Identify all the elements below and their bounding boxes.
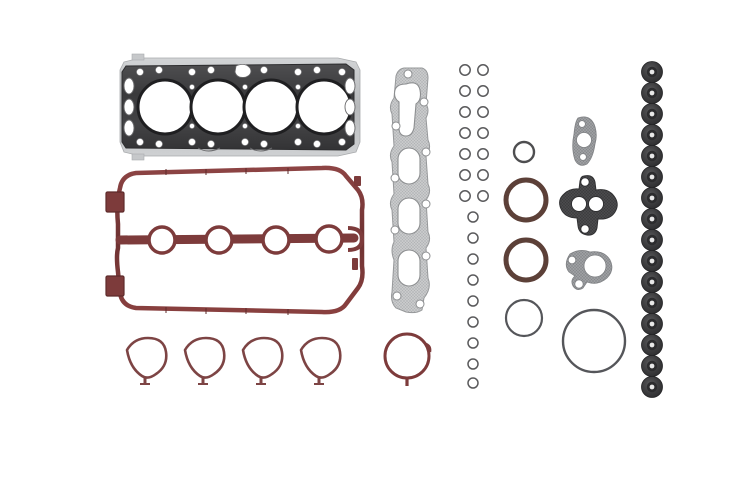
- egr-gasket-middle: [559, 175, 618, 236]
- oring-gray-bottom: [504, 298, 544, 338]
- intake-gasket-1: [125, 336, 168, 385]
- valve-stem-seal-column: [634, 60, 670, 400]
- valve-stem-seal: [641, 61, 663, 398]
- egr-gasket-lower: [565, 250, 613, 290]
- egr-gasket-group: [558, 112, 634, 308]
- intake-gasket-3: [241, 336, 284, 385]
- valve-cover-tab-upper: [105, 191, 125, 213]
- intake-gasket-2: [183, 336, 226, 385]
- oring-brown-1: [503, 177, 549, 223]
- seal-column-left: [456, 62, 500, 218]
- exhaust-manifold-gasket: [386, 64, 440, 316]
- valve-cover-gasket: [96, 162, 376, 320]
- intake-gasket-4: [299, 336, 342, 385]
- intake-port-gasket-group: [118, 332, 358, 390]
- oring-group-middle: [500, 138, 560, 348]
- oring-brown-2: [503, 237, 549, 283]
- valve-cover-tab-lower: [105, 275, 125, 297]
- cylinder-head-gasket: [110, 53, 370, 161]
- seal-column-single: [462, 210, 486, 390]
- egr-gasket-top: [572, 116, 597, 166]
- throttle-body-gasket: [380, 330, 438, 390]
- large-oring: [558, 306, 632, 378]
- oring-small-top: [512, 140, 536, 164]
